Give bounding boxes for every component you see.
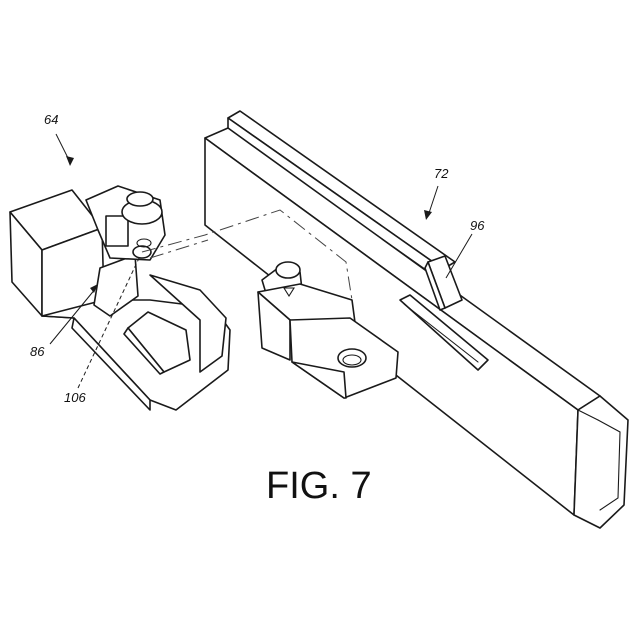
label-64: 64	[44, 112, 58, 127]
leader-96	[446, 234, 472, 278]
rail-end-face	[574, 396, 628, 528]
carriage-knob	[276, 262, 300, 278]
housing-post-tab	[106, 216, 128, 246]
label-106: 106	[64, 390, 86, 405]
carriage-hole	[338, 349, 366, 367]
housing-knob-top	[127, 192, 153, 206]
leader-64-arrow	[66, 156, 74, 166]
figure-caption: FIG. 7	[266, 465, 372, 507]
leader-72-arrow	[424, 210, 432, 220]
label-72: 72	[434, 166, 449, 181]
label-86: 86	[30, 344, 45, 359]
label-96: 96	[470, 218, 485, 233]
